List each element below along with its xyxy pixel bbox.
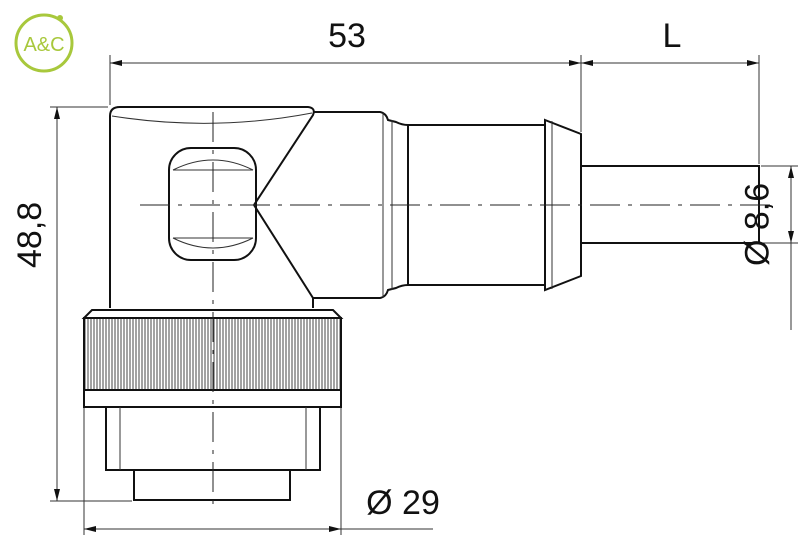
dim-label-8-6: Ø 8,6 <box>738 183 776 266</box>
dim-label-48-8: 48,8 <box>11 202 49 268</box>
logo-text: A&C <box>23 34 64 56</box>
extension-lines <box>50 55 798 535</box>
brand-logo: A&C <box>14 13 74 73</box>
dim-label-53: 53 <box>328 17 366 55</box>
connector-body <box>109 106 760 308</box>
dim-label-l: L <box>663 17 682 55</box>
dim-label-29: Ø 29 <box>366 484 440 522</box>
